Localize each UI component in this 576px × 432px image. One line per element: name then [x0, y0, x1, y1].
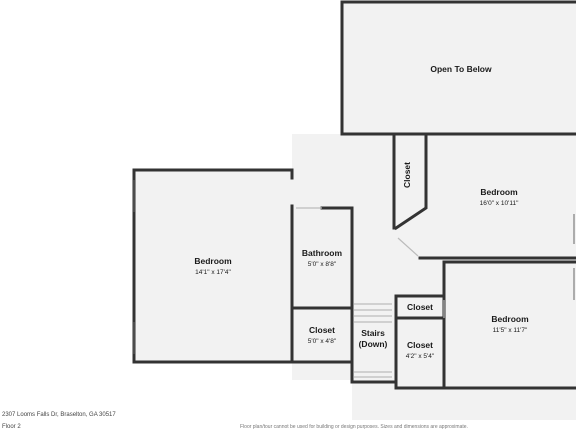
label-bathroom: Bathroom: [302, 248, 343, 258]
label-bedroom-lower-right: Bedroom: [491, 314, 529, 324]
label-open-to-below: Open To Below: [430, 64, 492, 74]
open-to-below-area: [342, 2, 576, 134]
dims-closet-small-bottom: 4'2" x 5'4": [406, 353, 435, 360]
dims-bedroom-main: 14'1" x 17'4": [195, 269, 231, 276]
floor-label: Floor 2: [2, 424, 21, 430]
bedroom-lower-right-area: [444, 260, 576, 388]
property-address: 2307 Looms Falls Dr, Braselton, GA 30517: [2, 412, 116, 418]
wall-bedroom-main: [132, 168, 294, 364]
label-closet-small-top: Closet: [407, 302, 433, 312]
dims-bathroom: 5'0" x 8'8": [308, 261, 337, 268]
disclaimer: Floor plan/tour cannot be used for build…: [240, 424, 468, 430]
bedroom-main-area: [134, 170, 292, 362]
dims-bedroom-lower-right: 11'5" x 11'7": [493, 327, 528, 334]
dims-closet-left: 5'0" x 4'8": [308, 338, 337, 345]
dims-bedroom-upper-right: 16'0" x 10'11": [480, 200, 519, 207]
bathroom-area: [292, 208, 352, 306]
label-bedroom-upper-right: Bedroom: [480, 187, 518, 197]
label-closet-small-bottom: Closet: [407, 340, 433, 350]
wall-closet-vertical-right: [393, 134, 428, 231]
label-stairs-down: (Down): [359, 339, 388, 349]
door-bedroom-upper-right: [397, 237, 419, 257]
label-bedroom-main: Bedroom: [194, 256, 232, 266]
wall-stairs: [350, 298, 396, 384]
bedroom-upper-right-area: [396, 134, 576, 258]
label-closet-left: Closet: [309, 325, 335, 335]
closet-left-area: [292, 310, 352, 362]
label-stairs: Stairs: [361, 328, 385, 338]
wall-open-to-below: [340, 0, 576, 136]
label-closet-vertical: Closet: [402, 162, 412, 188]
